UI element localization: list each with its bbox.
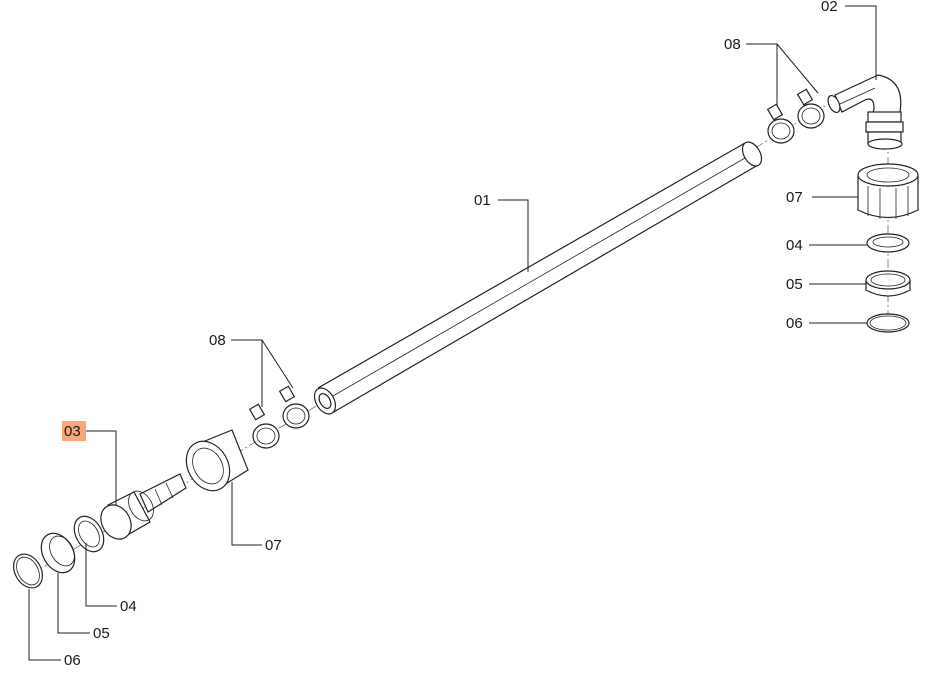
seal-top-part	[866, 233, 910, 253]
seal-bottom-part	[73, 515, 105, 553]
label-clamps-top: 08	[724, 36, 741, 53]
union-nut-bottom-part	[185, 429, 249, 492]
label-elbow: 02	[821, 0, 838, 15]
leader-lines	[28, 5, 877, 661]
nozzle-part	[100, 473, 187, 540]
union-nut-top-part	[857, 163, 919, 219]
label-nut-bottom: 07	[265, 537, 282, 554]
hose-clamps-bottom-part	[248, 385, 310, 449]
label-seal-bottom: 04	[120, 598, 137, 615]
ring-top-part	[865, 270, 911, 297]
label-ring-top: 05	[786, 276, 803, 293]
label-hose: 01	[474, 192, 491, 209]
label-seal-top: 04	[786, 237, 803, 254]
nozzle-label-highlight	[62, 421, 86, 441]
label-nozzle: 03	[64, 423, 81, 440]
elbow-fitting-part	[827, 74, 904, 150]
part-labels: 01 02 08 07 04 05 06 08 03 07 04 05 06	[62, 0, 838, 669]
label-oring-bottom: 06	[64, 652, 81, 669]
label-oring-top: 06	[786, 315, 803, 332]
oring-bottom-part	[12, 553, 44, 589]
hose-clamps-top-part	[766, 88, 825, 144]
oring-top-part	[866, 313, 910, 333]
label-clamps-bottom: 08	[209, 332, 226, 349]
ring-bottom-part	[40, 532, 76, 574]
label-nut-top: 07	[786, 189, 803, 206]
hose-part	[313, 141, 763, 415]
label-ring-bottom: 05	[93, 625, 110, 642]
